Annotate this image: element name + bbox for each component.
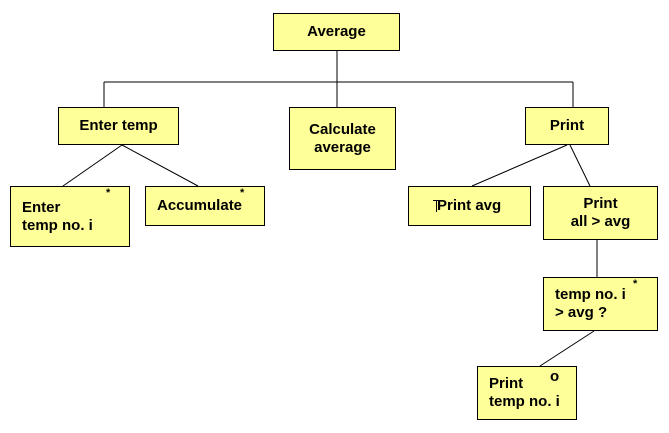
text-cursor [433, 200, 440, 212]
node-print-all-line-2: all > avg [570, 213, 631, 230]
node-print-all-gt-avg: Print all > avg [543, 186, 658, 240]
node-enter-temp-no-i: Enter temp no. i * [10, 186, 130, 247]
selection-marker: o [550, 368, 560, 385]
node-print-temp-no-i-line-1: Print [489, 375, 524, 392]
node-enter-temp-no-i-line-2: temp no. i [22, 216, 93, 234]
connector-enter-temp-to-accumulate [121, 144, 199, 187]
iteration-marker: * [633, 278, 638, 290]
connector-condition-to-print-i [539, 330, 595, 367]
node-average: Average [273, 13, 400, 51]
node-calculate-average-line-1: Calculate [309, 120, 376, 138]
node-calculate-average-line-2: average [314, 138, 371, 156]
node-print-avg-label: Print avg [437, 197, 502, 214]
node-enter-temp-label: Enter temp [79, 117, 158, 134]
iteration-marker: * [106, 187, 111, 199]
node-print-temp-no-i-line-2: temp no. i [489, 393, 560, 410]
node-print-all-line-1: Print [583, 195, 618, 212]
connector-print-to-print-all [569, 144, 591, 187]
connector-print-to-print-avg [471, 144, 568, 187]
node-condition-line-1: temp no. i [555, 286, 626, 303]
node-average-label: Average [307, 23, 366, 40]
node-calculate-average: Calculate average [289, 107, 396, 170]
node-enter-temp: Enter temp [58, 107, 179, 145]
node-print-avg: Print avg [408, 186, 531, 226]
node-print-temp-no-i: Print temp no. i o [477, 366, 577, 420]
connector-enter-temp-to-enter-i [62, 144, 123, 187]
node-condition-line-2: > avg ? [555, 304, 608, 321]
node-enter-temp-no-i-line-1: Enter [22, 198, 61, 216]
node-accumulate-label: Accumulate [157, 197, 243, 214]
node-print: Print [525, 107, 609, 145]
node-accumulate: Accumulate * [145, 186, 265, 226]
node-print-label: Print [549, 117, 585, 134]
iteration-marker: * [240, 187, 245, 199]
node-temp-gt-avg-condition: temp no. i > avg ? * [543, 277, 658, 331]
